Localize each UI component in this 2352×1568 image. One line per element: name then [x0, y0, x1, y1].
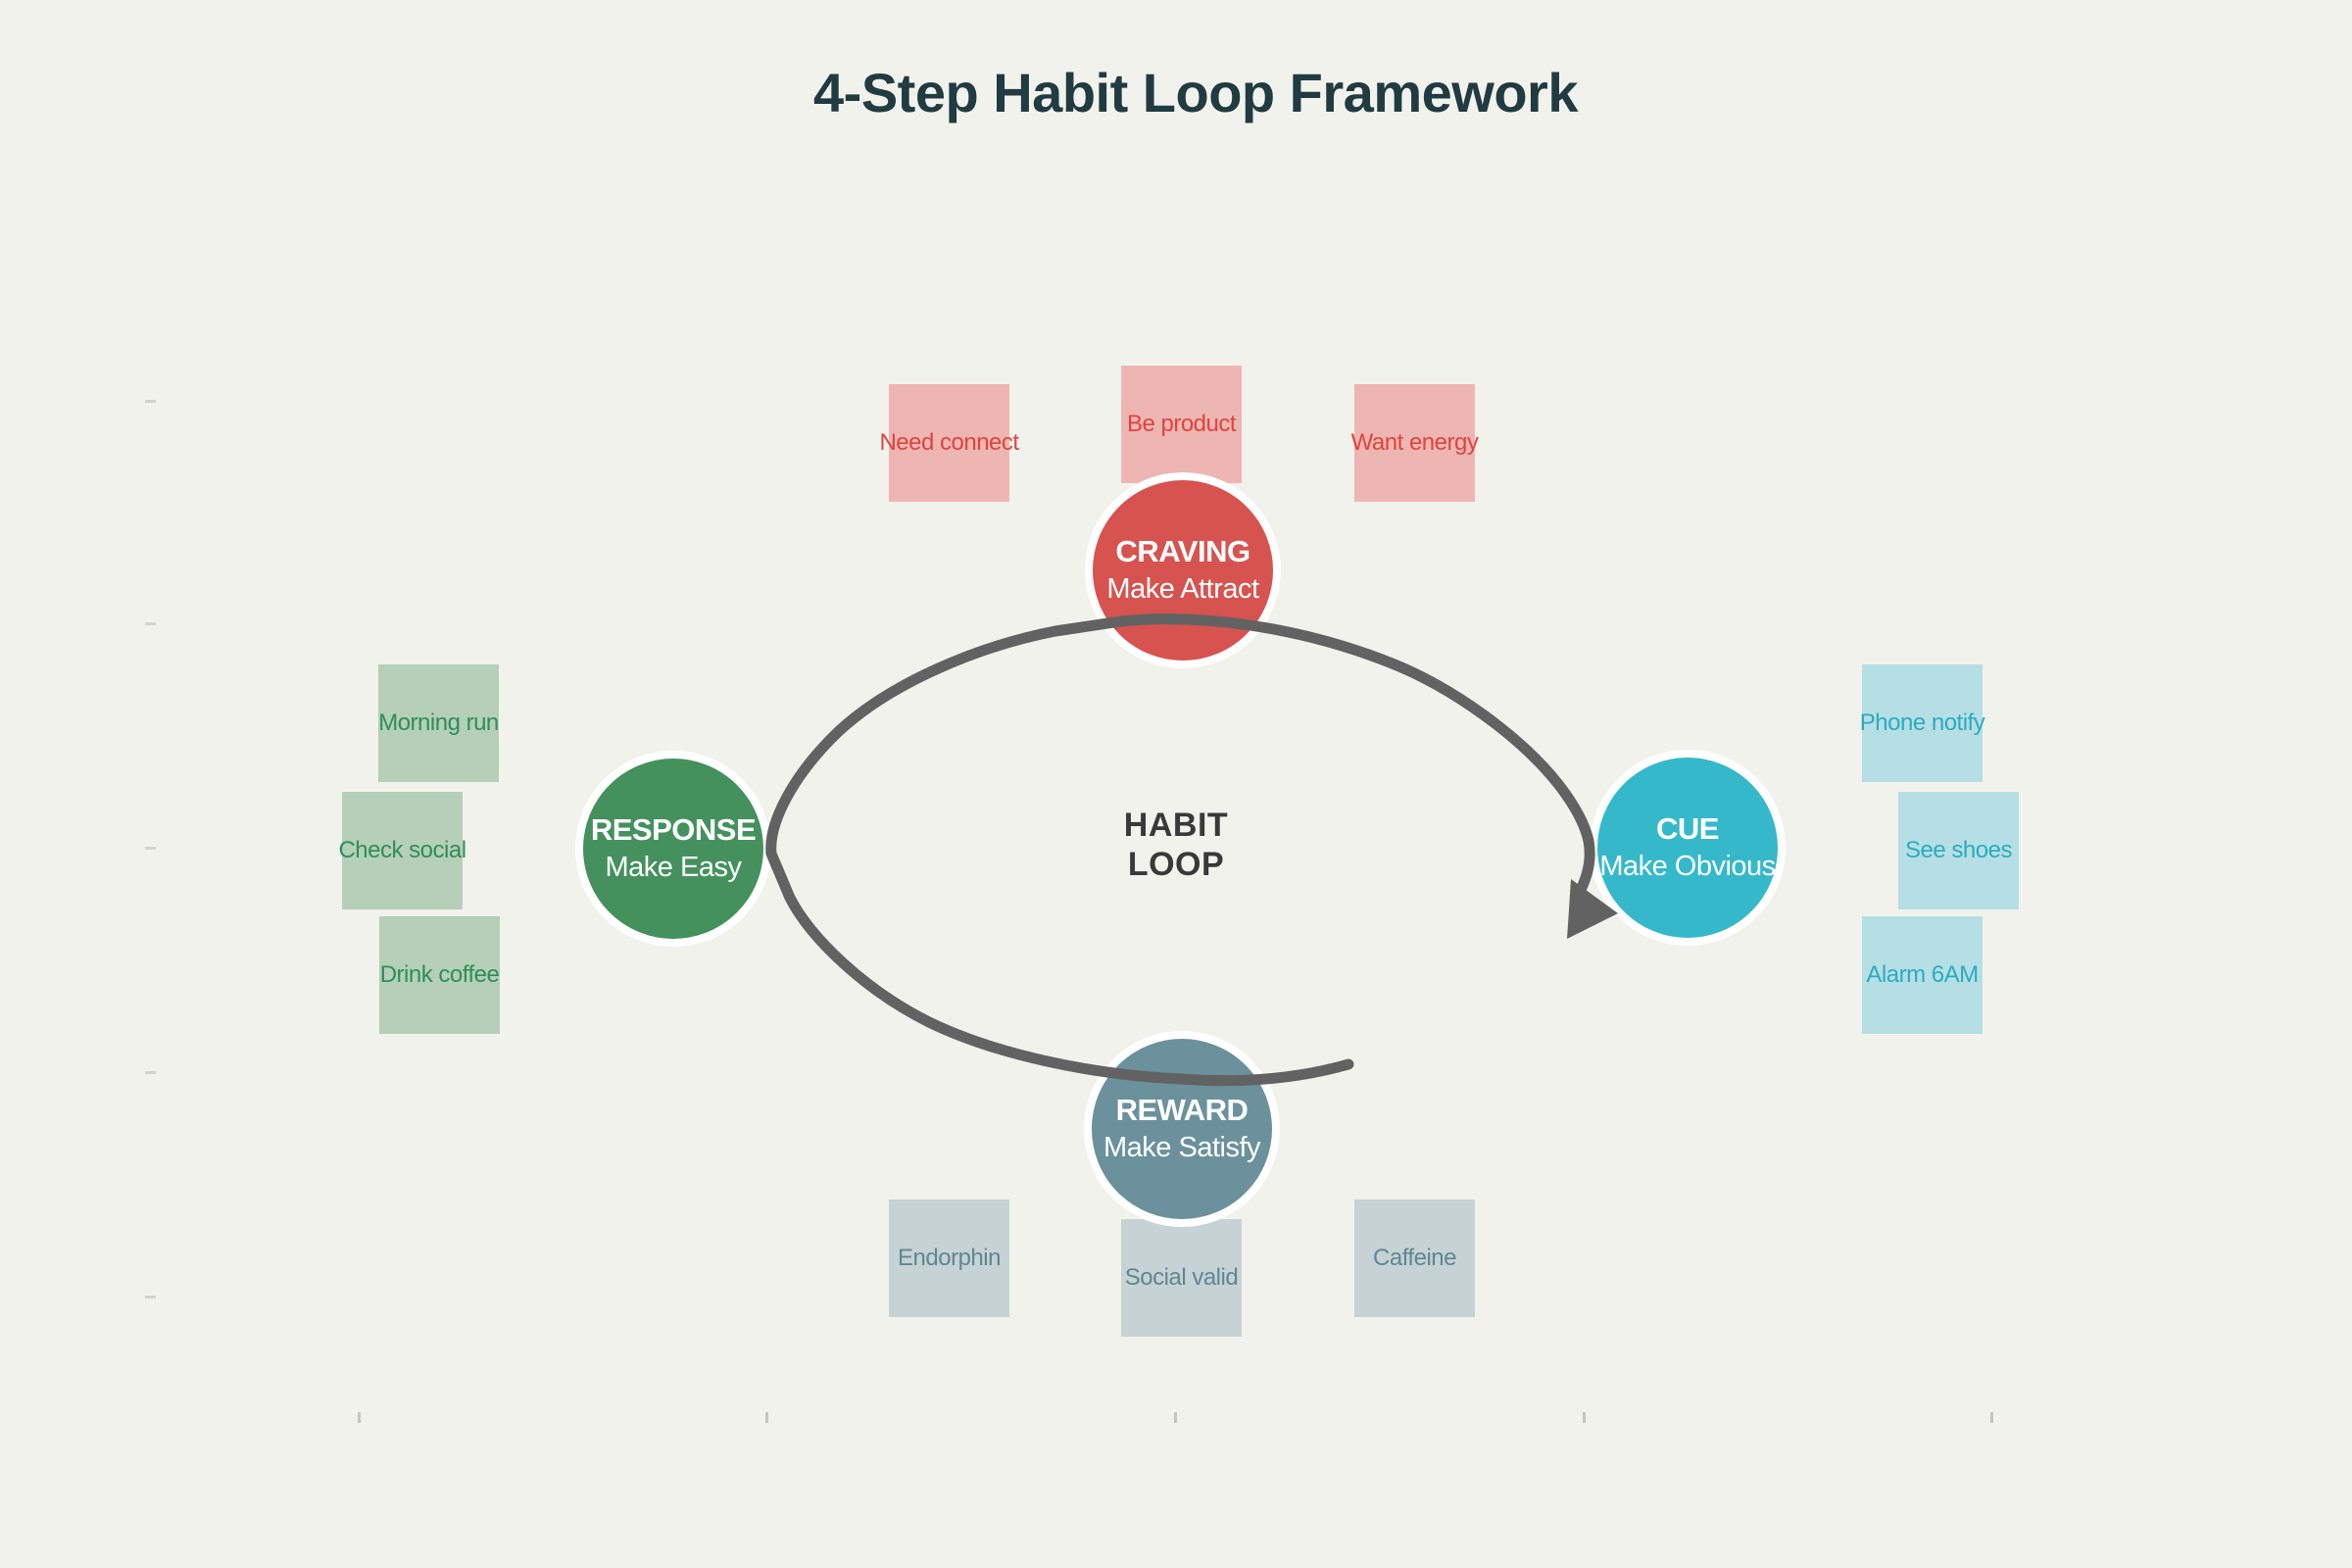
sticky-note-be-product: Be product	[1121, 366, 1242, 483]
step-sublabel: Make Easy	[605, 852, 742, 883]
step-sublabel: Make Satisfy	[1103, 1132, 1261, 1163]
step-label: REWARD	[1115, 1093, 1249, 1127]
sticky-note-social-valid: Social valid	[1121, 1219, 1242, 1337]
step-circle-craving: CRAVING Make Attract	[1085, 472, 1281, 668]
step-label: RESPONSE	[590, 812, 757, 847]
center-label-line1: HABIT	[1123, 807, 1229, 844]
sticky-note-need-connect: Need connect	[879, 384, 1019, 502]
step-circle-response: RESPONSE Make Easy	[575, 751, 771, 947]
step-label: CRAVING	[1115, 534, 1250, 568]
x-axis-tick	[1990, 1412, 1993, 1423]
sticky-note-drink-coffee: Drink coffee	[379, 916, 500, 1034]
x-axis-tick	[765, 1412, 768, 1423]
y-axis-tick	[145, 400, 156, 403]
step-circle-reward: REWARD Make Satisfy	[1084, 1031, 1280, 1227]
step-sublabel: Make Attract	[1106, 573, 1259, 605]
step-circle-cue: CUE Make Obvious	[1590, 750, 1786, 946]
sticky-note-phone-notify: Phone notify	[1860, 664, 1985, 782]
sticky-note-check-social: Check social	[338, 792, 466, 909]
x-axis-tick	[1174, 1412, 1177, 1423]
page-title: 4-Step Habit Loop Framework	[813, 62, 1578, 123]
y-axis-tick	[145, 622, 156, 625]
sticky-note-want-energy: Want energy	[1351, 384, 1479, 502]
sticky-note-caffeine: Caffeine	[1354, 1200, 1475, 1317]
sticky-note-alarm-6am: Alarm 6AM	[1862, 916, 1983, 1034]
sticky-note-see-shoes: See shoes	[1898, 792, 2019, 909]
sticky-note-endorphin: Endorphin	[889, 1200, 1009, 1317]
sticky-note-morning-run: Morning run	[378, 664, 499, 782]
step-label: CUE	[1656, 811, 1719, 846]
y-axis-tick	[145, 1071, 156, 1074]
x-axis-tick	[358, 1412, 361, 1423]
center-label-line2: LOOP	[1127, 846, 1225, 883]
step-sublabel: Make Obvious	[1599, 851, 1776, 882]
y-axis-tick	[145, 847, 156, 850]
center-label: HABIT LOOP	[1124, 806, 1228, 884]
x-axis-tick	[1583, 1412, 1586, 1423]
y-axis-tick	[145, 1296, 156, 1298]
